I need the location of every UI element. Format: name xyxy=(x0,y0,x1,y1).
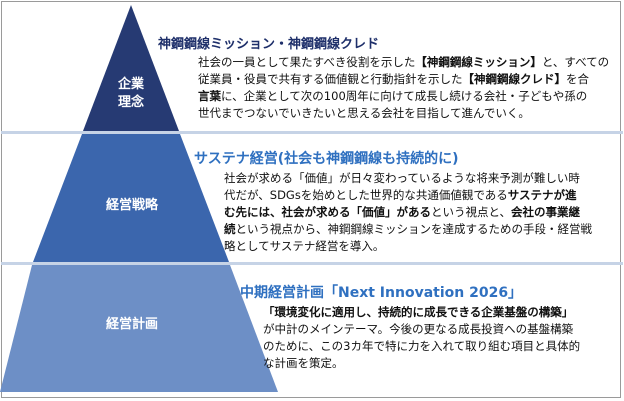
pyramid-tier-strategy xyxy=(33,134,229,262)
pyramid-tier-philosophy xyxy=(83,5,179,131)
text-run: な計画を策定。 xyxy=(263,356,344,370)
description-line: が中計のメインテーマ。今後の更なる成長投資への基盤構築 xyxy=(263,321,580,338)
text-run: 従業員・役員で共有する価値観と行動指針を示した xyxy=(198,72,463,86)
emphasis-text: 会社の事業継 xyxy=(511,205,581,219)
text-run: 社会が求める「価値」が日々変わっているような将来予測が難しい時 xyxy=(224,171,580,185)
heading-mid-term-plan: 中期経営計画「Next Innovation 2026」 xyxy=(240,285,523,301)
text-run: という視点から、神鋼鋼線ミッションを達成するための手段・経営戦 xyxy=(235,222,593,236)
description-line: 言葉に、企業として次の100周年に向けて成長し続ける会社・子どもや孫の xyxy=(198,88,609,105)
text-run: 社会の一員として果たすべき役割を示した xyxy=(198,55,416,69)
tier-label-line: 経営戦略 xyxy=(105,198,158,213)
description-line: む先には、社会が求める「価値」があるという視点と、会社の事業継 xyxy=(224,204,592,221)
text-run: のために、この3カ年で特に力を入れて取り組む項目と具体的 xyxy=(263,339,581,353)
description-line: 社会の一員として果たすべき役割を示した【神鋼鋼線ミッション】と、すべての xyxy=(198,54,609,71)
tier-label-strategy: 経営戦略 xyxy=(92,197,172,215)
description-line: 社会が求める「価値」が日々変わっているような将来予測が難しい時 xyxy=(224,170,592,187)
heading-sustainability: サステナ経営(社会も神鋼鋼線も持続的に) xyxy=(194,151,459,167)
description-philosophy: 社会の一員として果たすべき役割を示した【神鋼鋼線ミッション】と、すべての従業員・… xyxy=(198,54,609,122)
pyramid-tier-plan xyxy=(0,265,278,392)
description-line: のために、この3カ年で特に力を入れて取り組む項目と具体的 xyxy=(263,338,580,355)
description-line: 「環境変化に適用し、持続的に成長できる企業基盤の構築」 xyxy=(263,304,580,321)
emphasis-text: む先には、社会が求める「価値」がある xyxy=(224,205,431,219)
emphasis-text: サステナが進 xyxy=(507,188,577,202)
description-line: な計画を策定。 xyxy=(263,355,580,372)
tier-label-plan: 経営計画 xyxy=(92,316,172,334)
text-run: 代だが、SDGsを始めとした世界的な共通価値観である xyxy=(224,188,508,202)
tier-label-philosophy: 企業 理念 xyxy=(100,76,162,112)
description-strategy: 社会が求める「価値」が日々変わっているような将来予測が難しい時代だが、SDGsを… xyxy=(224,170,592,255)
text-run: 世代までつないでいきたいと思える会社を目指して進んでいく。 xyxy=(198,106,530,120)
text-run: 略としてサステナ経営を導入。 xyxy=(224,239,385,253)
tier-label-line: 理念 xyxy=(117,95,144,110)
text-run: を合 xyxy=(566,72,589,86)
description-line: 従業員・役員で共有する価値観と行動指針を示した【神鋼鋼線クレド】を合 xyxy=(198,71,609,88)
text-run: という視点と、 xyxy=(431,205,512,219)
heading-mission-credo: 神鋼鋼線ミッション・神鋼鋼線クレド xyxy=(158,37,380,52)
tier-label-line: 企業 xyxy=(117,77,144,92)
emphasis-text: 言葉 xyxy=(198,89,221,103)
text-run: に、企業として次の100周年に向けて成長し続ける会社・子どもや孫の xyxy=(221,89,588,103)
emphasis-text: 【神鋼鋼線ミッション】 xyxy=(415,55,542,69)
description-line: 世代までつないでいきたいと思える会社を目指して進んでいく。 xyxy=(198,105,609,122)
tier-divider-2 xyxy=(1,262,623,265)
tier-label-line: 経営計画 xyxy=(105,317,158,332)
text-run: と、すべての xyxy=(541,55,610,69)
description-plan: 「環境変化に適用し、持続的に成長できる企業基盤の構築」が中計のメインテーマ。今後… xyxy=(263,304,580,372)
description-line: 続という視点から、神鋼鋼線ミッションを達成するための手段・経営戦 xyxy=(224,221,592,238)
emphasis-text: 「環境変化に適用し、持続的に成長できる企業基盤の構築」 xyxy=(263,305,574,319)
tier-divider-1 xyxy=(1,131,623,134)
emphasis-text: 【神鋼鋼線クレド】 xyxy=(462,72,567,86)
description-line: 代だが、SDGsを始めとした世界的な共通価値観であるサステナが進 xyxy=(224,187,592,204)
description-line: 略としてサステナ経営を導入。 xyxy=(224,238,592,255)
emphasis-text: 続 xyxy=(224,222,236,236)
text-run: が中計のメインテーマ。今後の更なる成長投資への基盤構築 xyxy=(263,322,574,336)
